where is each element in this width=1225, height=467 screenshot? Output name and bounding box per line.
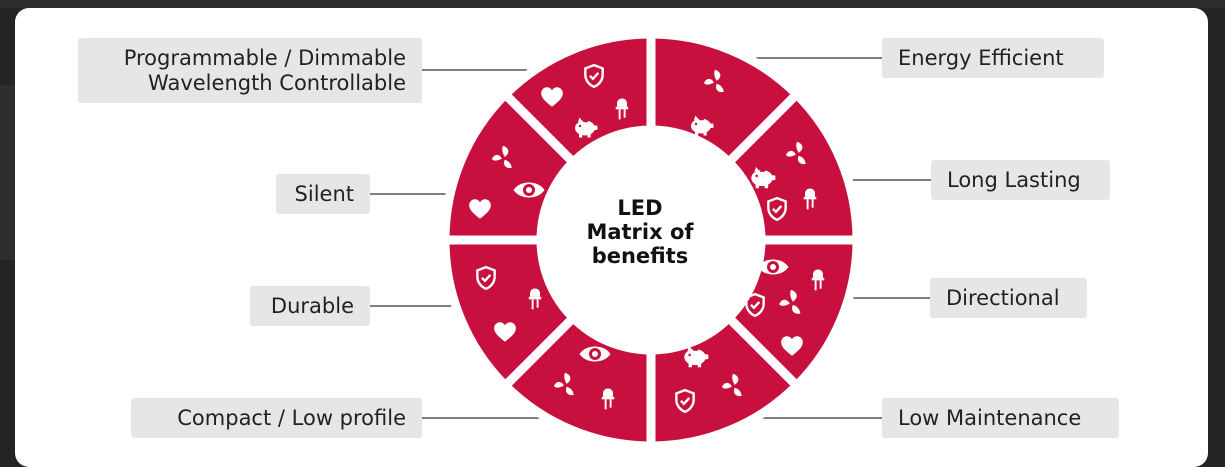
label-directional: Directional [930,278,1087,318]
label-directional-text: Directional [946,285,1060,310]
connector-lines [370,57,931,419]
background-band-top [0,0,1225,8]
center-title: LED Matrix of benefits [575,196,705,268]
label-programmable-line-1: Programmable / Dimmable [123,45,406,70]
label-long-lasting-text: Long Lasting [947,167,1081,192]
label-silent-text: Silent [294,181,354,206]
center-hub [541,130,761,350]
background-band-left [0,85,15,260]
label-programmable-line-2: Wavelength Controllable [148,70,406,95]
label-durable: Durable [250,286,370,326]
center-title-line-2: Matrix of [586,220,694,244]
center-title-line-3: benefits [591,244,689,268]
label-energy-efficient: Energy Efficient [882,38,1104,78]
benefits-wheel [370,29,931,451]
label-low-maintenance-text: Low Maintenance [898,405,1082,430]
infographic-card: LED Matrix of benefits Programmable / Di… [15,8,1208,467]
segment-programmable [498,29,656,169]
center-title-line-1: LED [617,196,663,220]
label-compact-text: Compact / Low profile [177,405,406,430]
label-long-lasting: Long Lasting [931,160,1110,200]
label-energy-efficient-text: Energy Efficient [898,45,1064,70]
label-low-maintenance: Low Maintenance [882,398,1119,438]
label-programmable: Programmable / Dimmable Wavelength Contr… [78,38,422,103]
label-compact: Compact / Low profile [131,398,422,438]
label-durable-text: Durable [270,293,354,318]
label-silent: Silent [276,174,370,214]
